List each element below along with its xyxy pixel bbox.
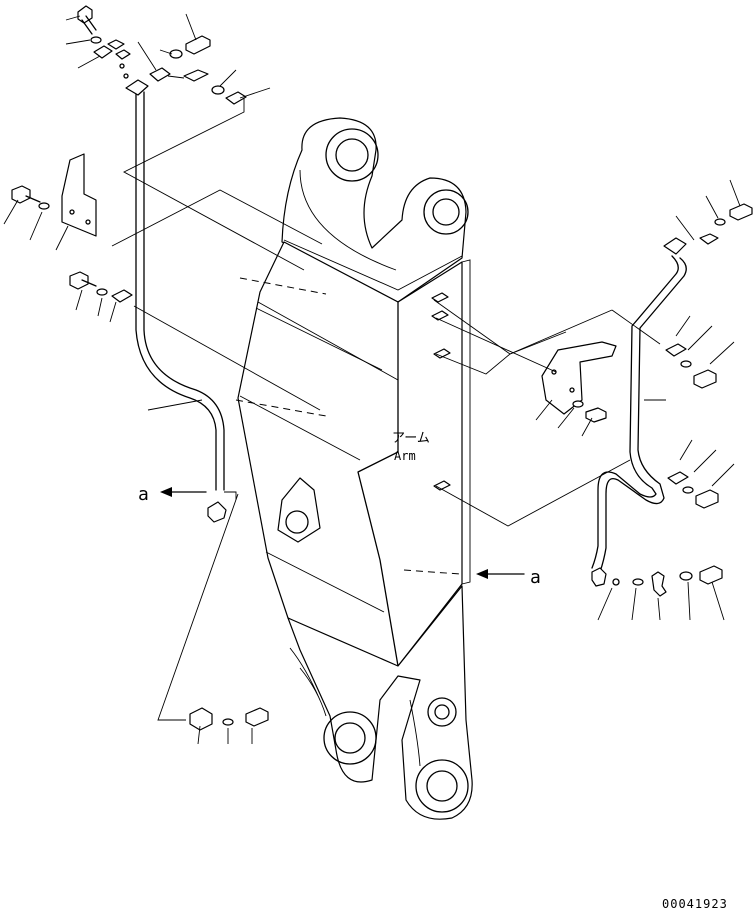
arm-body xyxy=(235,117,473,820)
right-bottom-fitting-group xyxy=(597,565,725,621)
right-top-fitting-group xyxy=(675,179,753,245)
view-a-right-label: a xyxy=(530,567,541,588)
view-a-left-arrow xyxy=(160,487,237,500)
right-bracket-group xyxy=(535,341,617,437)
left-guide-lines xyxy=(111,98,323,411)
left-clamp-group xyxy=(69,271,133,323)
arm-label-jp: アーム xyxy=(392,431,430,446)
left-top-fitting-group xyxy=(65,5,271,105)
view-a-right-arrow xyxy=(476,569,525,579)
left-detail-group xyxy=(157,493,269,745)
right-clamp-upper-group xyxy=(665,315,735,389)
right-hydraulic-pipe xyxy=(591,237,687,587)
left-hydraulic-pipe xyxy=(125,79,227,523)
arm-label-en: Arm xyxy=(394,449,416,463)
right-guide-lines xyxy=(433,299,661,527)
right-clamp-lower-group xyxy=(667,439,735,509)
left-bracket-group xyxy=(3,153,97,251)
view-a-left-label: a xyxy=(138,484,149,505)
figure-number: 00041923 xyxy=(662,897,728,911)
